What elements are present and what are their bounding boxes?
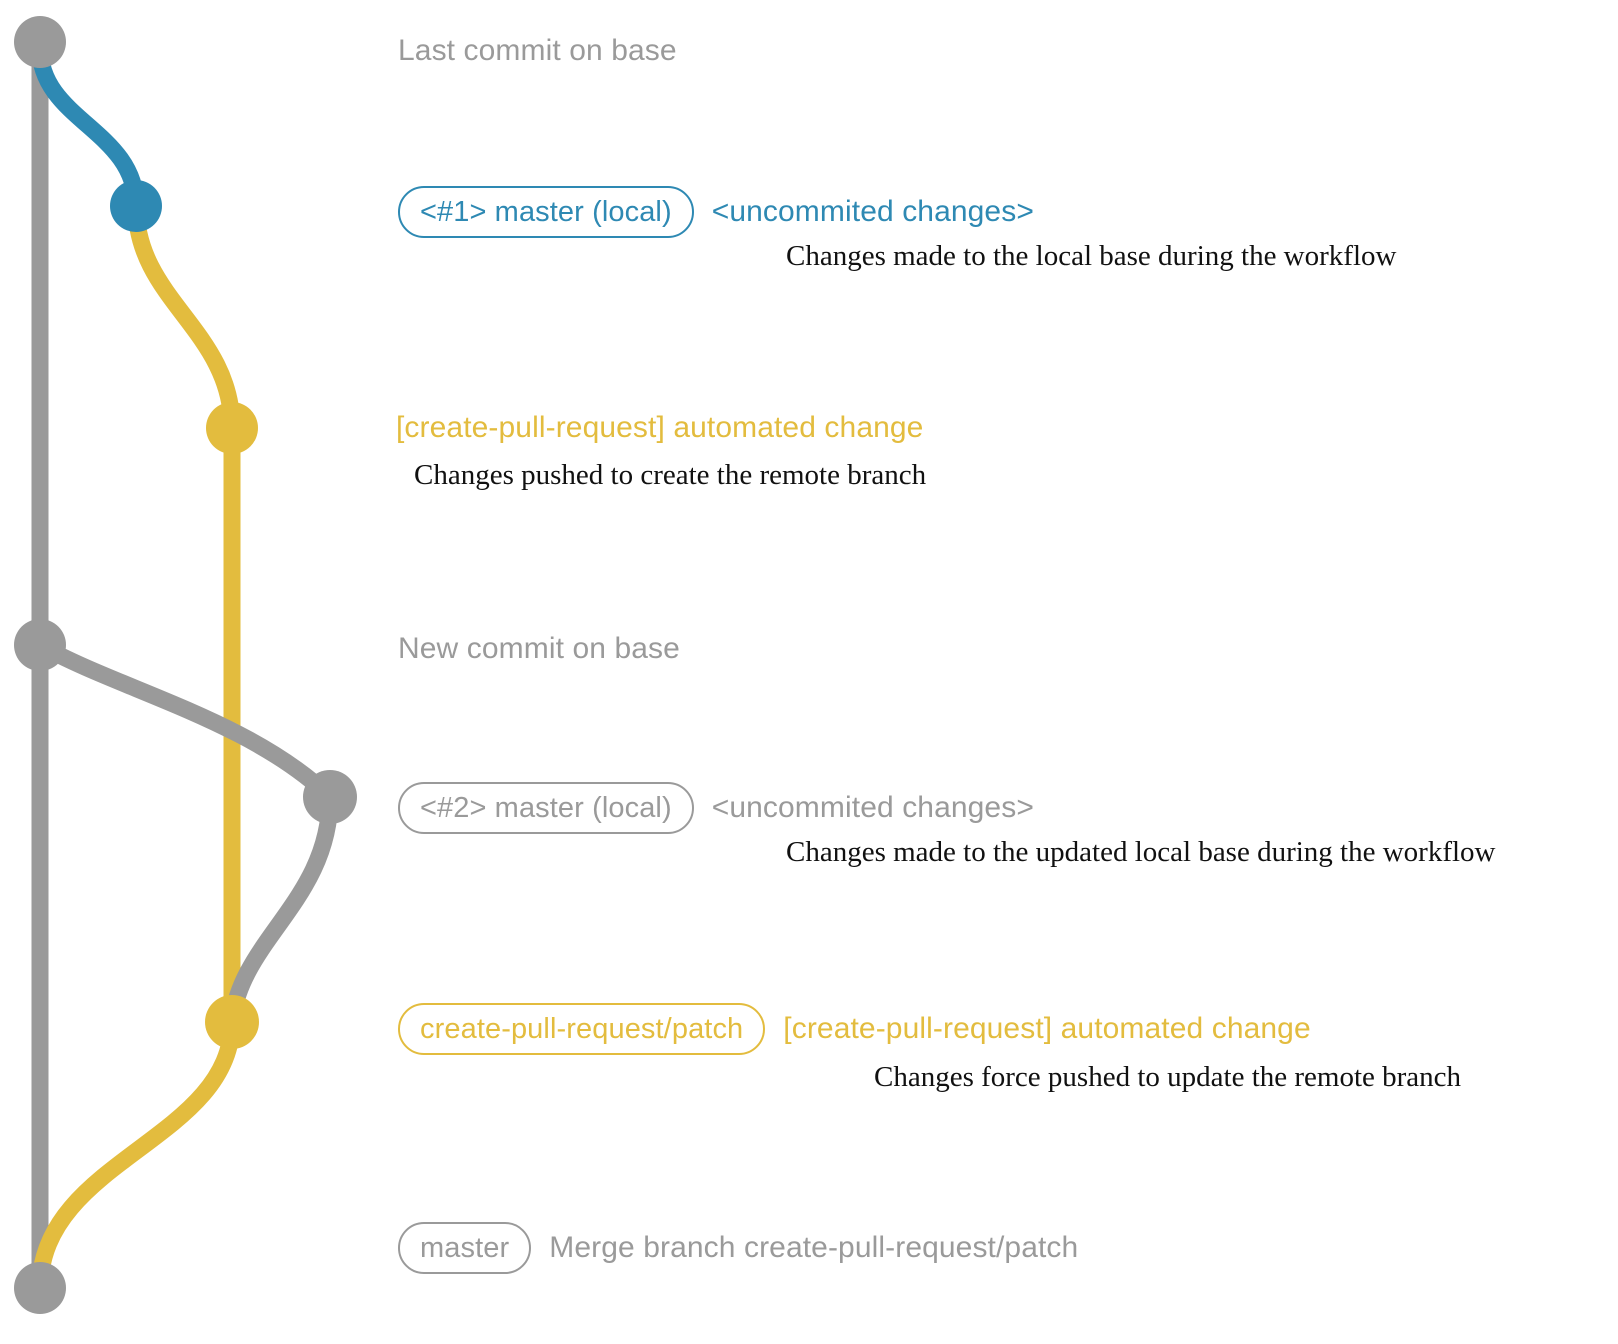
branch-line-local-2-in [223,788,339,1031]
commit-node-patch-1[interactable] [206,402,258,454]
ref-badge-create-pull-request-patch[interactable]: create-pull-request/patch [398,1003,766,1055]
ref-badge-master-local-1[interactable]: <#1> master (local) [398,186,694,238]
caption-pushed-create-remote-branch: Changes pushed to create the remote bran… [414,459,927,491]
commit-subject-last-commit-on-base: Last commit on base [398,34,677,67]
branch-line-merge [31,1013,241,1297]
annotation-row-create-pull-request-patch: create-pull-request/patch [create-pull-r… [398,1003,1311,1055]
branch-line-local-2-out [31,636,339,806]
commit-subject-automated-change-1: [create-pull-request] automated change [396,411,924,444]
commit-node-local-2[interactable] [303,770,357,824]
ref-badge-master[interactable]: master [398,1222,532,1274]
commit-subject-uncommited-changes-1: <uncommited changes> [711,195,1034,228]
ref-badge-master-local-2[interactable]: <#2> master (local) [398,782,694,834]
commit-node-base-head[interactable] [14,16,66,68]
annotation-row-new-commit-on-base: New commit on base [398,634,680,664]
caption-local-changes-1: Changes made to the local base during th… [786,240,1397,272]
commit-node-merge-master[interactable] [14,1262,66,1314]
branch-line-patch-1 [127,197,241,437]
commit-subject-merge-branch: Merge branch create-pull-request/patch [549,1231,1079,1264]
annotation-row-master-local-2: <#2> master (local) <uncommited changes> [398,782,1034,834]
commit-subject-automated-change-2: [create-pull-request] automated change [783,1012,1311,1045]
git-graph [14,16,357,1314]
caption-force-pushed-update-remote-branch: Changes force pushed to update the remot… [874,1061,1462,1093]
annotation-row-automated-change-1: [create-pull-request] automated change [396,413,923,443]
commit-node-base-new[interactable] [14,619,66,671]
commit-subject-uncommited-changes-2: <uncommited changes> [711,791,1034,824]
commit-node-local-1[interactable] [110,180,162,232]
annotation-row-master-merge: master Merge branch create-pull-request/… [398,1222,1078,1274]
commit-node-patch-2[interactable] [205,995,259,1049]
annotation-row-master-local-1: <#1> master (local) <uncommited changes> [398,186,1034,238]
caption-local-changes-2: Changes made to the updated local base d… [786,836,1496,868]
annotation-row-last-commit-on-base: Last commit on base [398,36,677,66]
commit-subject-new-commit-on-base: New commit on base [398,632,680,665]
